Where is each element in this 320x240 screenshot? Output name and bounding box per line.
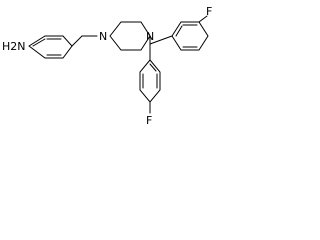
piperazine-n1-label: N [99, 30, 107, 43]
aminophenyl-inner-bond-3 [32, 38, 46, 47]
bottom-ring-inner-3 [149, 63, 157, 72]
top-ring-to-f [198, 15, 208, 23]
top-fluorophenyl-ring [171, 21, 209, 51]
methine-to-top-ring [149, 35, 173, 45]
fluorine-bottom-label: F [146, 114, 152, 127]
chemical-structure-diagram: H2N N N F F [0, 0, 228, 131]
top-ring-inner-3 [175, 25, 183, 37]
bonds [28, 15, 209, 114]
atom-labels: H2N N N F F [2, 5, 212, 127]
benzyl-bond-1 [71, 35, 83, 47]
molecule-drawing: H2N N N F F [2, 5, 212, 127]
piperazine-n4-label: N [146, 30, 154, 43]
amine-label: H2N [2, 40, 26, 53]
fluorine-top-label: F [206, 5, 212, 18]
piperazine-ring [109, 21, 151, 51]
